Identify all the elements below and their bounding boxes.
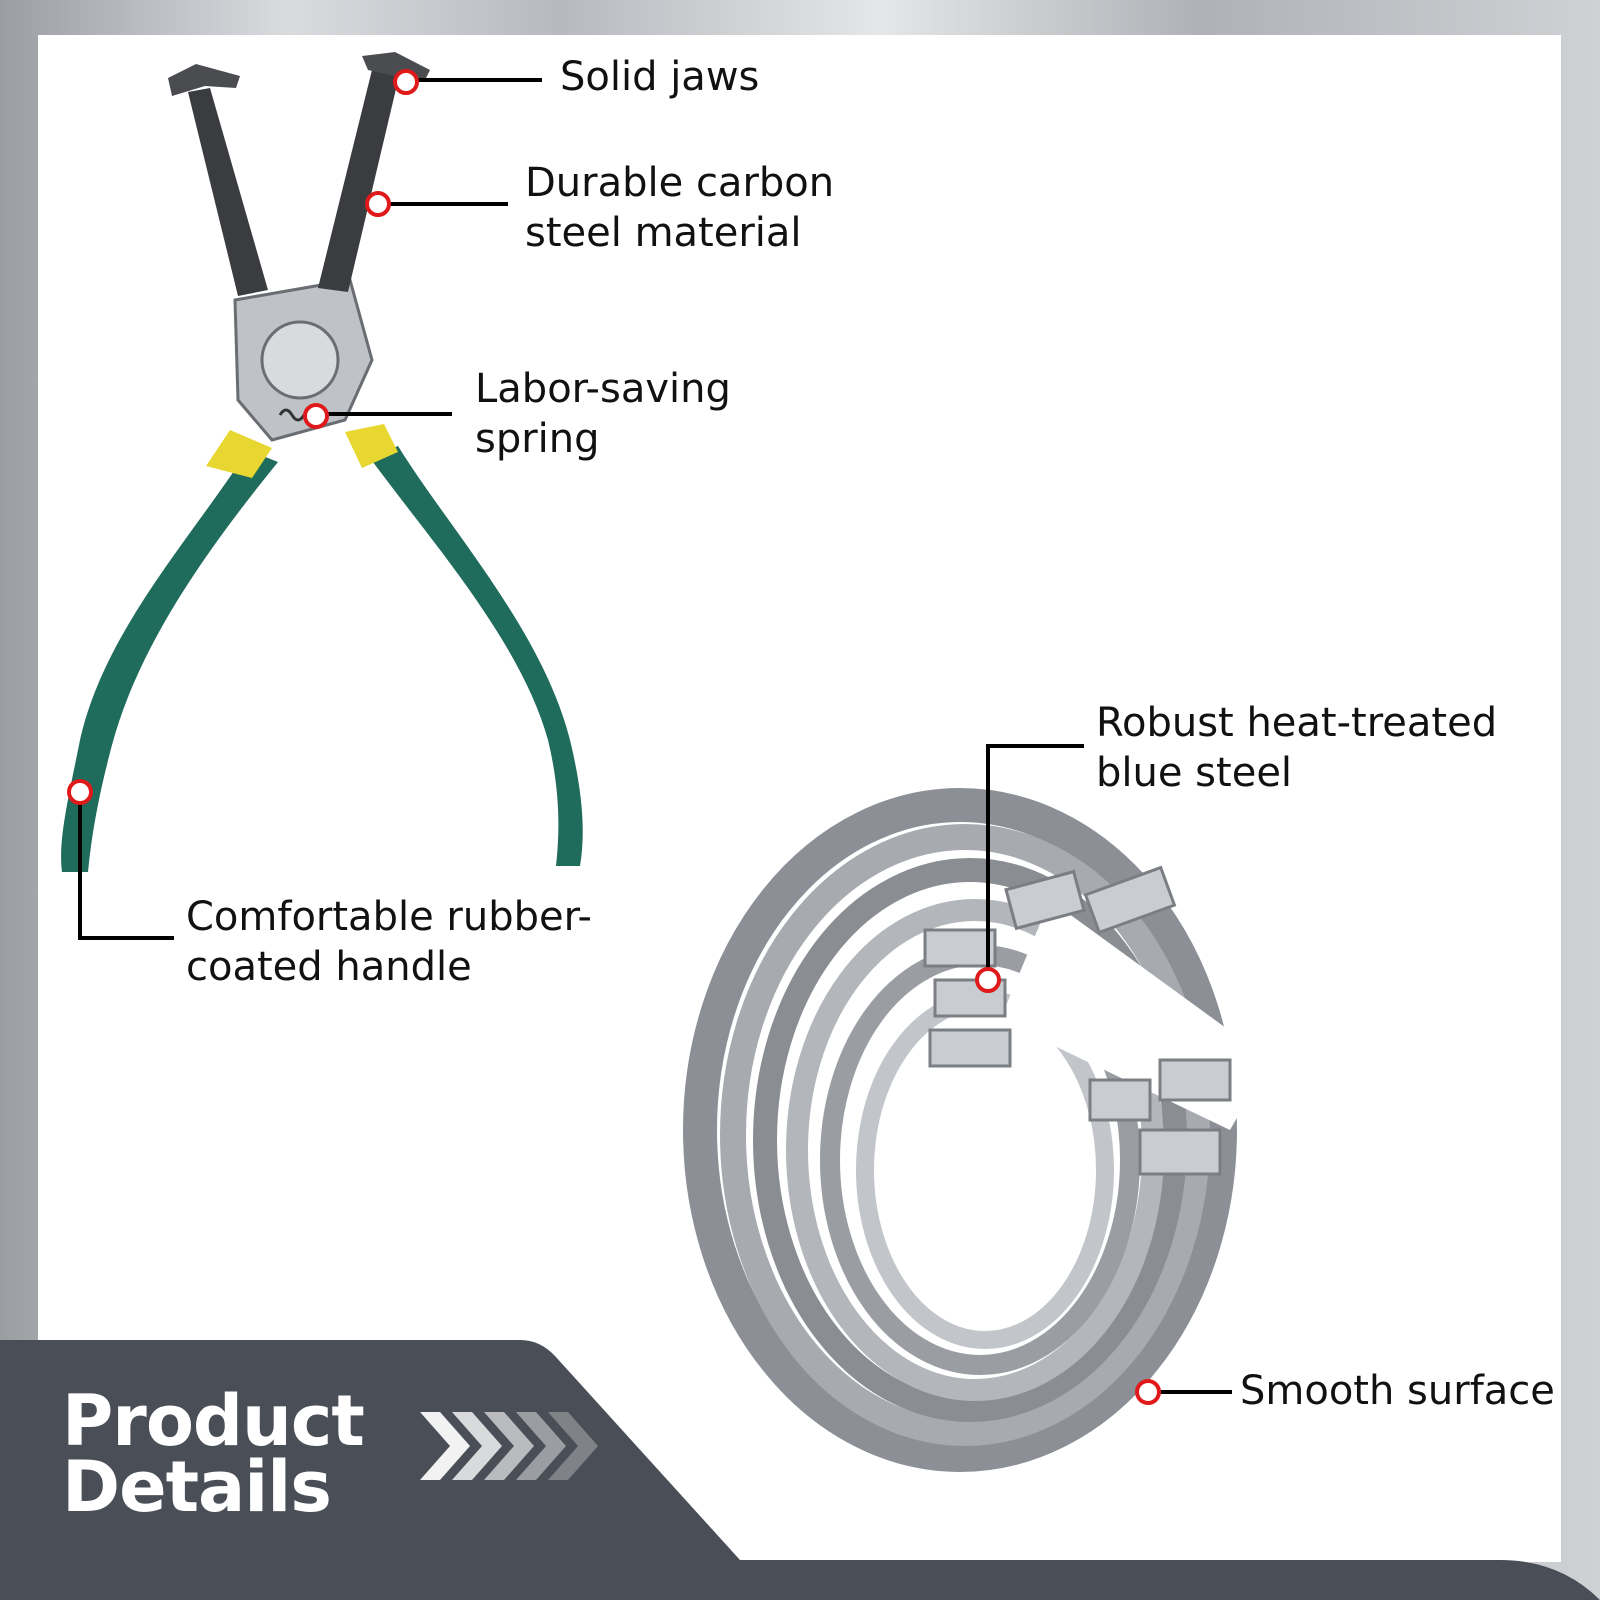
label-smooth-surface: Smooth surface xyxy=(1240,1368,1555,1414)
pliers-right-handle xyxy=(370,446,583,866)
label-spring-line2: spring xyxy=(475,416,600,462)
chevron-arrows-icon xyxy=(420,1412,598,1480)
right-grip-band xyxy=(345,424,398,468)
label-carbon-steel-line2: steel material xyxy=(525,210,802,256)
pliers-left-arm xyxy=(188,88,268,296)
label-blue-steel-line2: blue steel xyxy=(1096,750,1293,796)
pliers-left-tip xyxy=(168,64,240,96)
label-blue-steel-line1: Robust heat-treated xyxy=(1096,700,1498,746)
callout-dot-surface xyxy=(1135,1379,1161,1405)
label-handle-line1: Comfortable rubber- xyxy=(186,894,592,940)
label-handle-line2: coated handle xyxy=(186,944,472,990)
callouts xyxy=(67,69,1232,1405)
left-grip-band xyxy=(206,430,272,478)
product-details-banner xyxy=(0,1340,1600,1600)
callout-dot-jaws xyxy=(393,69,419,95)
pliers-image xyxy=(61,52,583,872)
banner-title: Product Details xyxy=(62,1380,365,1528)
pliers-left-handle xyxy=(61,450,278,872)
label-spring-line1: Labor-saving xyxy=(475,366,731,412)
clamp-bands-image xyxy=(683,788,1270,1472)
banner-title-line2: Details xyxy=(62,1446,332,1528)
label-solid-jaws: Solid jaws xyxy=(560,54,760,100)
callout-dot-spring xyxy=(303,403,329,429)
callout-dot-blue-steel xyxy=(975,967,1001,993)
label-carbon-steel-line1: Durable carbon xyxy=(525,160,835,206)
banner-title-line1: Product xyxy=(62,1380,365,1462)
pliers-right-arm xyxy=(318,70,400,292)
callout-dot-handle xyxy=(67,779,93,805)
callout-dot-steel xyxy=(365,191,391,217)
